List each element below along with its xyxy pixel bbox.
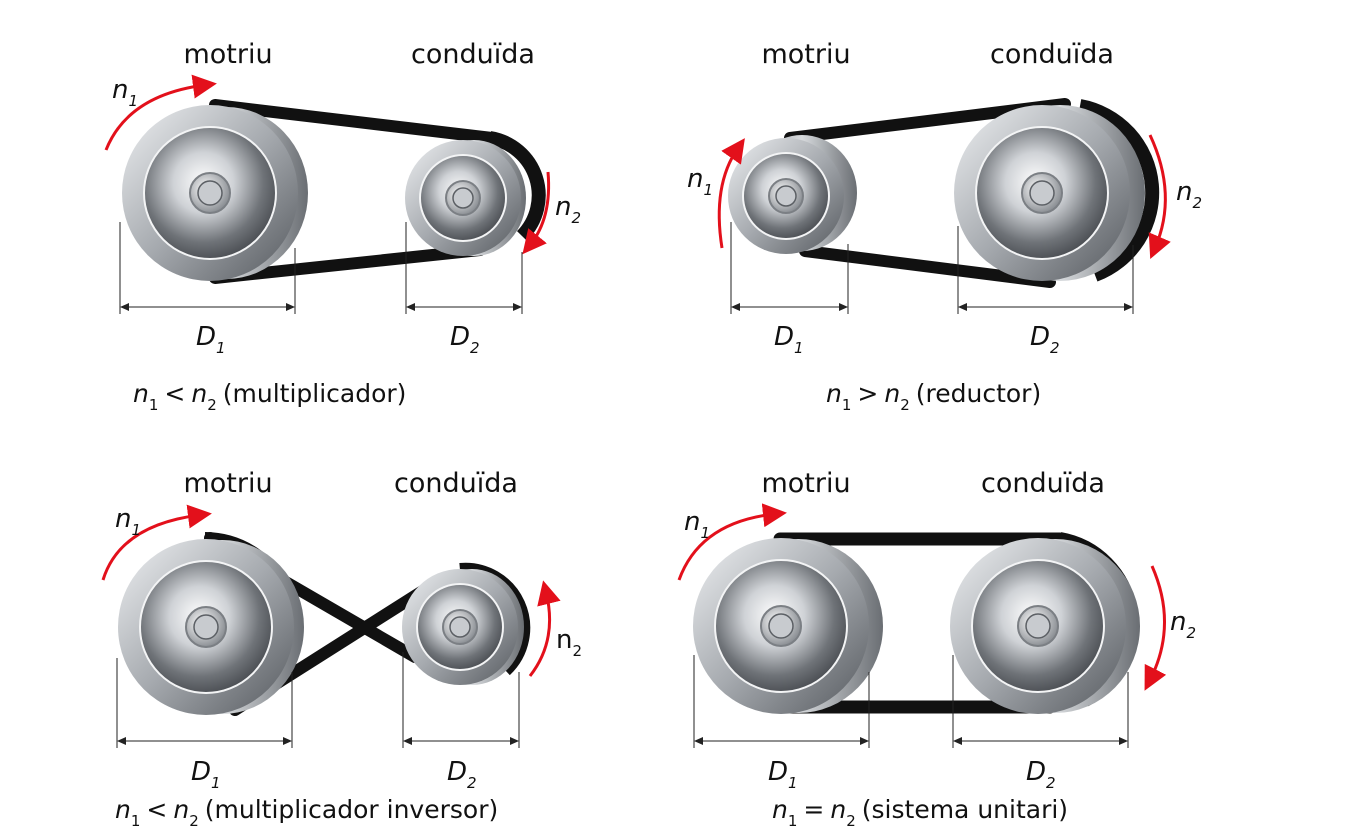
driven-pulley bbox=[950, 538, 1140, 714]
driver-pulley bbox=[728, 135, 857, 254]
rotation-arrow-n1 bbox=[717, 138, 745, 249]
dimension-d2 bbox=[952, 655, 1129, 748]
rotation-arrow-n2 bbox=[1144, 565, 1167, 691]
caption: n1>n2(reductor) bbox=[826, 379, 1041, 414]
driver-label: motriu bbox=[761, 468, 850, 499]
dimension-d2 bbox=[402, 652, 520, 748]
driven-pulley bbox=[954, 105, 1145, 281]
d2-label: D2 bbox=[1030, 322, 1060, 357]
dimension-d1 bbox=[119, 222, 296, 314]
driver-label: motriu bbox=[183, 468, 272, 499]
d2-label: D2 bbox=[447, 757, 477, 792]
rotation-arrow-n2 bbox=[522, 171, 551, 255]
driven-label: conduïda bbox=[981, 468, 1105, 499]
rotation-arrow-n2 bbox=[528, 580, 561, 677]
d2-label: D2 bbox=[1026, 757, 1056, 792]
d1-label: D1 bbox=[774, 322, 804, 357]
n2-label: n2 bbox=[556, 625, 582, 660]
rotation-arrow-n2 bbox=[1148, 134, 1171, 260]
n2-label: n2 bbox=[1176, 177, 1202, 212]
driven-label: conduïda bbox=[990, 39, 1114, 70]
d2-label: D2 bbox=[450, 322, 480, 357]
driven-label: conduïda bbox=[394, 468, 518, 499]
rotation-arrow-n1 bbox=[101, 504, 212, 581]
d1-label: D1 bbox=[768, 757, 798, 792]
panel-multiplicador: motriu conduïda n1 n2 bbox=[104, 39, 581, 414]
dimension-d2 bbox=[405, 222, 523, 314]
panel-sistema-unitari: motriu conduïda n1 n2 bbox=[677, 468, 1196, 830]
driver-pulley bbox=[693, 538, 883, 714]
dimension-d1 bbox=[693, 655, 870, 748]
n2-label: n2 bbox=[1170, 607, 1196, 642]
driver-label: motriu bbox=[761, 39, 850, 70]
d1-label: D1 bbox=[191, 757, 221, 792]
n1-label: n1 bbox=[112, 75, 138, 110]
n1-label: n1 bbox=[687, 164, 713, 199]
driven-label: conduïda bbox=[411, 39, 535, 70]
n1-label: n1 bbox=[115, 504, 141, 539]
d1-label: D1 bbox=[196, 322, 226, 357]
driver-pulley bbox=[122, 105, 308, 281]
dimension-d2 bbox=[957, 226, 1134, 314]
rotation-arrow-n1 bbox=[677, 503, 787, 581]
caption: n1<n2(multiplicador) bbox=[133, 379, 406, 414]
dimension-d1 bbox=[730, 222, 849, 314]
n1-label: n1 bbox=[684, 507, 710, 542]
driver-label: motriu bbox=[183, 39, 272, 70]
n2-label: n2 bbox=[555, 192, 581, 227]
dimension-d1 bbox=[116, 658, 293, 748]
belt bbox=[209, 99, 546, 284]
caption: n1<n2(multiplicador inversor) bbox=[115, 795, 498, 830]
driver-pulley bbox=[118, 539, 304, 715]
driven-pulley bbox=[402, 569, 524, 685]
rotation-arrow-n1 bbox=[104, 74, 217, 151]
panel-multiplicador-inversor: motriu conduïda n1 n2 bbox=[101, 468, 582, 830]
caption: n1=n2(sistema unitari) bbox=[772, 795, 1068, 830]
driven-pulley bbox=[405, 140, 526, 256]
panel-reductor: motriu conduïda n1 n2 bbox=[687, 39, 1202, 414]
